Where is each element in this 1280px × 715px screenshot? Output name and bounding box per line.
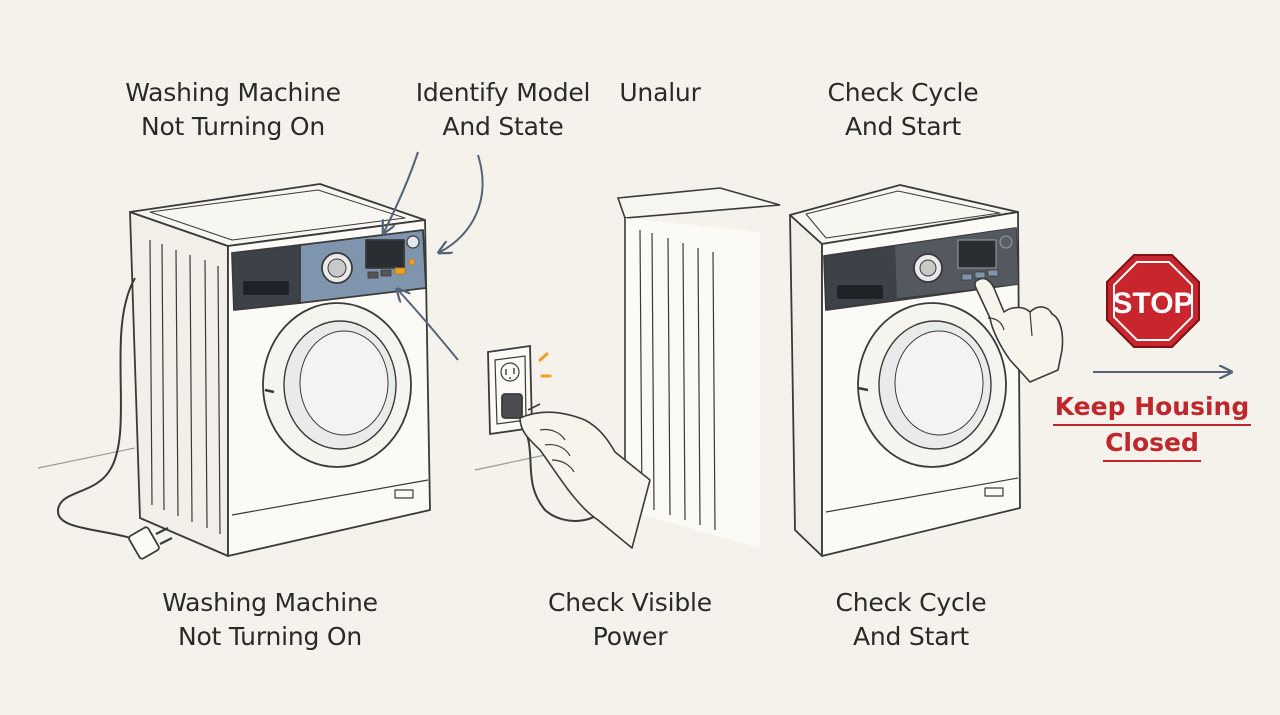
label-line: And Start xyxy=(844,112,962,141)
washing-machine-partial xyxy=(616,187,781,548)
power-indicator-sparks xyxy=(538,352,552,378)
label-bottom-middle: Check Visible Power xyxy=(525,586,735,654)
power-cord xyxy=(56,277,139,541)
label-top-middle: Identify Model And State xyxy=(398,76,608,144)
label-line: Unalur xyxy=(619,78,701,107)
label-line: Not Turning On xyxy=(177,622,363,651)
hand-icon-right xyxy=(974,277,1064,383)
label-bottom-left: Washing Machine Not Turning On xyxy=(145,586,395,654)
outlet-cord xyxy=(519,419,606,522)
arrow-icon xyxy=(384,151,1230,372)
warning-line: Keep Housing xyxy=(1052,390,1252,426)
warning-line: Closed xyxy=(1103,426,1201,462)
label-line: Check Cycle xyxy=(827,78,979,107)
label-bottom-right: Check Cycle And Start xyxy=(808,586,1014,654)
washing-machine-icon-right xyxy=(789,184,1021,557)
label-top-left: Washing Machine Not Turning On xyxy=(108,76,358,144)
warning-keep-housing-closed: Keep Housing Closed xyxy=(1052,390,1252,462)
label-line: Washing Machine xyxy=(125,78,341,107)
label-line: Washing Machine xyxy=(162,588,378,617)
floor-lines xyxy=(37,447,546,471)
wall-outlet-icon xyxy=(487,344,533,436)
power-plug-icon xyxy=(128,526,173,560)
label-line: And State xyxy=(442,112,564,141)
label-line: And Start xyxy=(852,622,970,651)
label-line: Check Cycle xyxy=(835,588,987,617)
label-top-extra: Unalur xyxy=(612,76,708,110)
label-line: Identify Model xyxy=(415,78,591,107)
label-line: Not Turning On xyxy=(140,112,326,141)
hand-icon xyxy=(519,403,651,549)
label-line: Power xyxy=(592,622,668,651)
label-top-right: Check Cycle And Start xyxy=(800,76,1006,144)
stop-sign-text: STOP xyxy=(1112,287,1193,320)
stop-sign-icon: STOP xyxy=(1106,254,1200,348)
washing-machine-icon xyxy=(129,183,431,557)
label-line: Check Visible xyxy=(548,588,712,617)
